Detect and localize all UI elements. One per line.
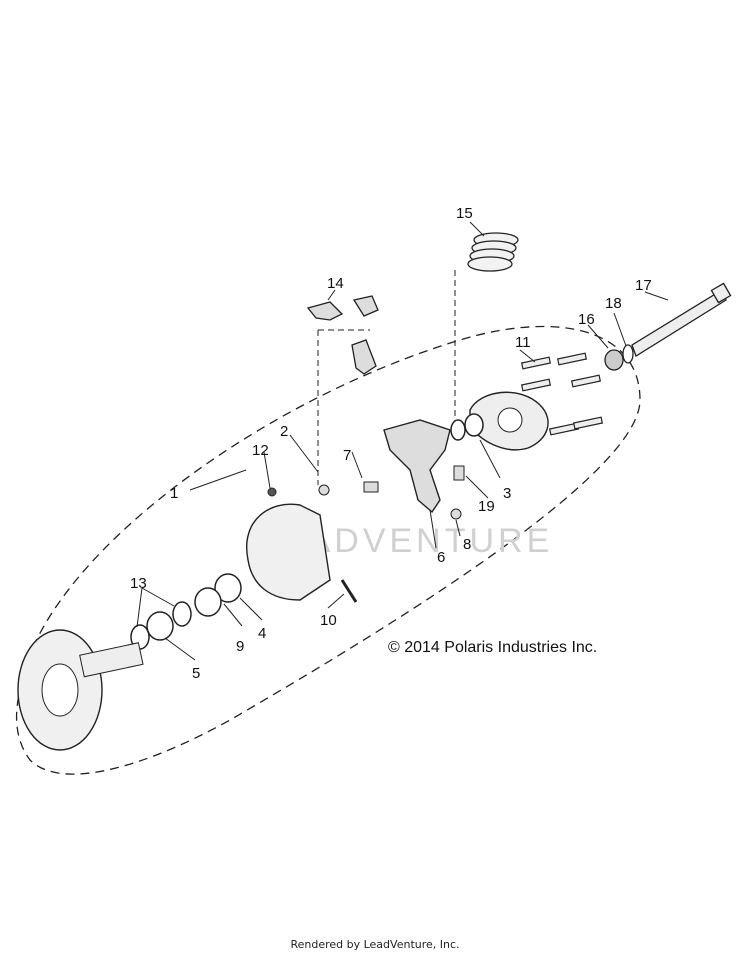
callout-16: 16 <box>578 311 595 328</box>
bushing-part-9 <box>194 587 222 617</box>
washer-part <box>622 344 634 364</box>
pin-part-7 <box>363 481 379 493</box>
bolt-set-part <box>520 352 604 436</box>
spring-part <box>467 232 519 272</box>
pin-part-10 <box>340 579 358 603</box>
fixed-sheave-part <box>17 629 144 751</box>
callout-1: 1 <box>170 485 178 502</box>
callout-5: 5 <box>192 665 200 682</box>
ring-part-13a <box>172 601 192 627</box>
callout-10: 10 <box>320 612 337 629</box>
weight-parts <box>306 295 379 375</box>
callout-9: 9 <box>236 638 244 655</box>
bushing-part <box>464 413 484 437</box>
callout-6: 6 <box>437 549 445 566</box>
rendered-by-footer: Rendered by LeadVenture, Inc. <box>290 938 460 951</box>
bushing-part-5 <box>146 611 174 641</box>
roller-part <box>453 465 465 481</box>
callout-8: 8 <box>463 536 471 553</box>
roller-stack-2 <box>318 484 330 496</box>
spider-part <box>383 419 451 514</box>
copyright-text: © 2014 Polaris Industries Inc. <box>388 639 597 656</box>
callout-2: 2 <box>280 423 288 440</box>
callout-17: 17 <box>635 277 652 294</box>
assembly-outline <box>15 325 641 775</box>
callout-4: 4 <box>258 625 266 642</box>
callout-19: 19 <box>478 498 495 515</box>
bushing-part-4 <box>214 573 242 603</box>
callout-18: 18 <box>605 295 622 312</box>
callout-12: 12 <box>252 442 269 459</box>
callout-3: 3 <box>503 485 511 502</box>
movable-sheave-part <box>246 503 331 601</box>
long-bolt-part <box>631 282 732 357</box>
screw-part-12 <box>267 487 277 497</box>
callout-11: 11 <box>515 334 531 351</box>
callout-14: 14 <box>327 275 344 292</box>
ball-part <box>450 508 462 520</box>
nut-part <box>604 349 624 371</box>
callout-15: 15 <box>456 205 473 222</box>
callout-7: 7 <box>343 447 351 464</box>
callout-13: 13 <box>130 575 147 592</box>
ring-part <box>450 419 466 441</box>
